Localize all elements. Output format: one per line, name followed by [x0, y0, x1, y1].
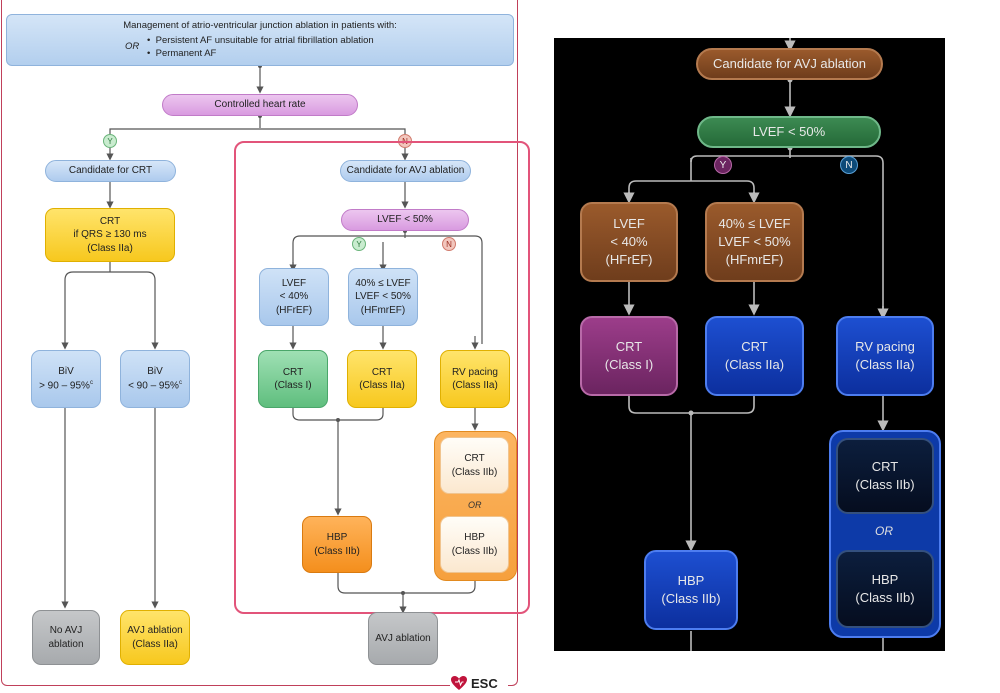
biv-high-box: BiV > 90 – 95%c	[31, 350, 101, 408]
dark-no-badge: N	[840, 156, 858, 174]
dark-or-text: OR	[875, 524, 893, 538]
header-or-label: OR	[125, 41, 140, 52]
candidate-crt: Candidate for CRT	[45, 160, 176, 182]
dark-hfref-box: LVEF < 40% (HFrEF)	[580, 202, 678, 282]
crt-qrs-box: CRT if QRS ≥ 130 ms (Class IIa)	[45, 208, 175, 262]
header-title: Management of atrio-ventricular junction…	[123, 20, 397, 31]
left-flowchart: Management of atrio-ventricular junction…	[1, 0, 530, 692]
candidate-avj: Candidate for AVJ ablation	[340, 160, 471, 182]
controlled-heart-rate: Controlled heart rate	[162, 94, 358, 116]
dark-crt-class-iib: CRT (Class IIb)	[836, 438, 934, 514]
yes-badge-lvef: Y	[352, 237, 366, 251]
header-bullet-1: • Persistent AF unsuitable for atrial fi…	[147, 35, 374, 46]
biv-low-box: BiV < 90 – 95%c	[120, 350, 190, 408]
avj-ablation-final: AVJ ablation	[368, 612, 438, 665]
hfref-box: LVEF < 40% (HFrEF)	[259, 268, 329, 326]
no-badge-lvef: N	[442, 237, 456, 251]
lvef-box: LVEF < 50%	[341, 209, 469, 231]
hbp-class-iib: HBP (Class IIb)	[302, 516, 372, 573]
dark-rv-pacing: RV pacing (Class IIa)	[836, 316, 934, 396]
left-frame	[1, 0, 518, 686]
dark-hfmref-box: 40% ≤ LVEF LVEF < 50% (HFmrEF)	[705, 202, 804, 282]
hbp-class-iib-inner: HBP (Class IIb)	[440, 516, 509, 573]
dark-crt-class-iia: CRT (Class IIa)	[705, 316, 804, 396]
crt-class-iib: CRT (Class IIb)	[440, 437, 509, 494]
yes-badge-left: Y	[103, 134, 117, 148]
dark-crt-class-i: CRT (Class I)	[580, 316, 678, 396]
esc-logo: ESC	[450, 674, 508, 692]
hfmref-box: 40% ≤ LVEF LVEF < 50% (HFmrEF)	[348, 268, 418, 326]
heart-icon	[451, 676, 467, 690]
or-text-left: OR	[468, 500, 482, 510]
dark-candidate-avj: Candidate for AVJ ablation	[696, 48, 883, 80]
header-box: Management of atrio-ventricular junction…	[6, 14, 514, 66]
crt-class-iia: CRT (Class IIa)	[347, 350, 417, 408]
dark-hbp-class-iib-inner: HBP (Class IIb)	[836, 550, 934, 628]
crt-class-i: CRT (Class I)	[258, 350, 328, 408]
dark-lvef-box: LVEF < 50%	[697, 116, 881, 148]
esc-logo-text: ESC	[471, 675, 498, 691]
dark-hbp-class-iib: HBP (Class IIb)	[644, 550, 738, 630]
right-flowchart: Candidate for AVJ ablation LVEF < 50% Y …	[554, 38, 945, 651]
rv-pacing: RV pacing (Class IIa)	[440, 350, 510, 408]
dark-yes-badge: Y	[714, 156, 732, 174]
no-avj-ablation: No AVJ ablation	[32, 610, 100, 665]
avj-ablation-class-iia: AVJ ablation (Class IIa)	[120, 610, 190, 665]
header-bullet-2: • Permanent AF	[147, 48, 217, 59]
